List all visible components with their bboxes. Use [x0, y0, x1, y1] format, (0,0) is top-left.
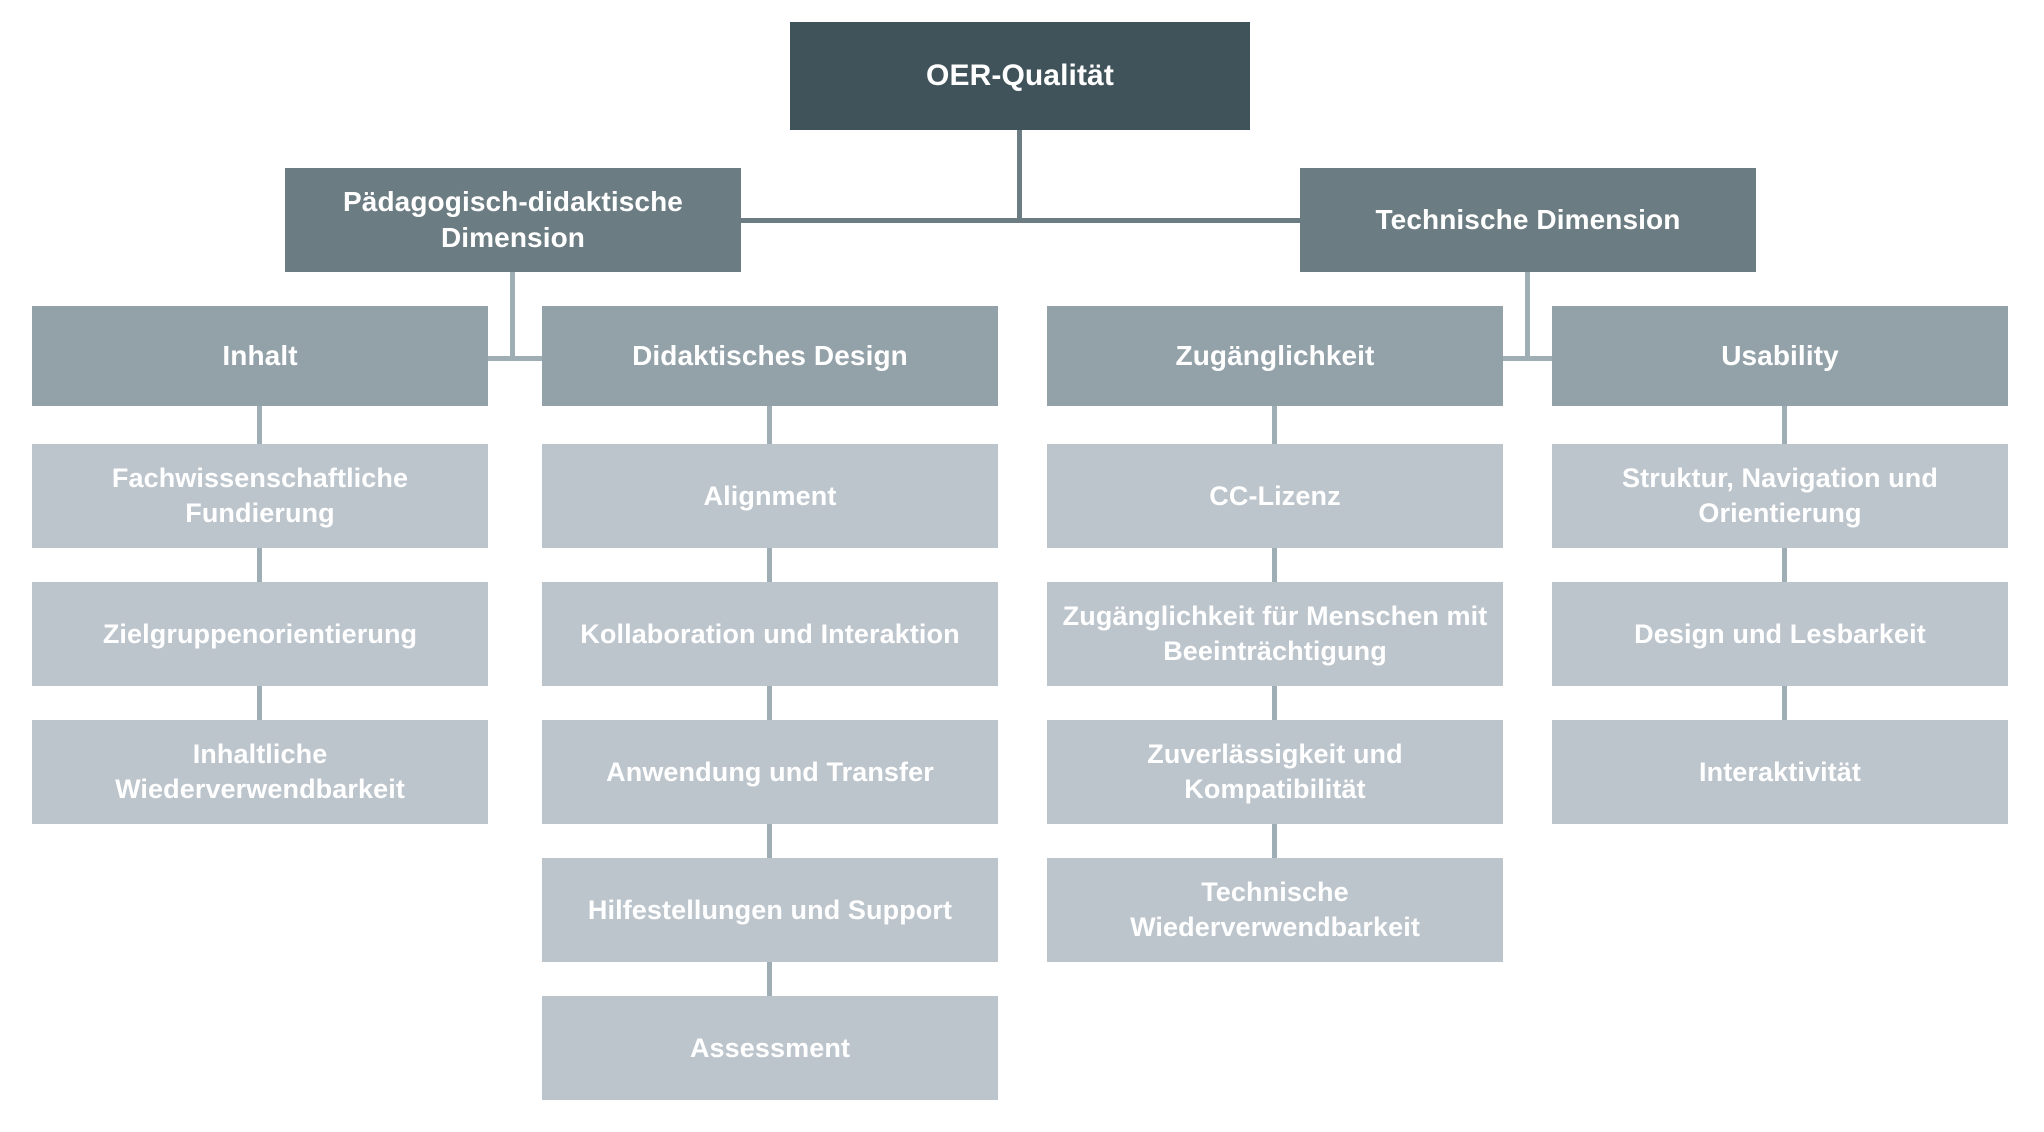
node-hilfestellungen-und-support[interactable]: Hilfestellungen und Support — [542, 858, 998, 962]
node-interaktivitaet[interactable]: Interaktivität — [1552, 720, 2008, 824]
node-didaktisches-design[interactable]: Didaktisches Design — [542, 306, 998, 406]
connector-usability-1 — [1782, 406, 1787, 444]
node-design-und-lesbarkeit[interactable]: Design und Lesbarkeit — [1552, 582, 2008, 686]
connector-didaktik-5 — [767, 962, 772, 996]
connector-pedagogical-stem — [510, 272, 515, 361]
connector-pedagogical-bridge — [487, 356, 543, 361]
connector-technical-stem — [1525, 272, 1530, 361]
connector-usability-2 — [1782, 548, 1787, 582]
connector-inhalt-3 — [257, 686, 262, 720]
node-inhalt[interactable]: Inhalt — [32, 306, 488, 406]
connector-root-stem — [1017, 130, 1022, 223]
node-technische-wiederverwendbarkeit[interactable]: Technische Wiederverwendbarkeit — [1047, 858, 1503, 962]
connector-zugang-1 — [1272, 406, 1277, 444]
node-struktur-navigation-und-orientierung[interactable]: Struktur, Navigation und Orientierung — [1552, 444, 2008, 548]
node-anwendung-und-transfer[interactable]: Anwendung und Transfer — [542, 720, 998, 824]
connector-inhalt-1 — [257, 406, 262, 444]
node-zielgruppenorientierung[interactable]: Zielgruppenorientierung — [32, 582, 488, 686]
node-assessment[interactable]: Assessment — [542, 996, 998, 1100]
connector-didaktik-2 — [767, 548, 772, 582]
connector-zugang-4 — [1272, 824, 1277, 858]
connector-dimension-bridge — [740, 218, 1300, 223]
connector-didaktik-4 — [767, 824, 772, 858]
node-zuverlaessigkeit-und-kompatibilitaet[interactable]: Zuverlässigkeit und Kompatibilität — [1047, 720, 1503, 824]
connector-zugang-3 — [1272, 686, 1277, 720]
connector-usability-3 — [1782, 686, 1787, 720]
node-usability[interactable]: Usability — [1552, 306, 2008, 406]
connector-didaktik-3 — [767, 686, 772, 720]
node-inhaltliche-wiederverwendbarkeit[interactable]: Inhaltliche Wiederverwendbarkeit — [32, 720, 488, 824]
node-zugaenglichkeit-fuer-menschen-mit-beeintraechtigung[interactable]: Zugänglichkeit für Menschen mit Beeinträ… — [1047, 582, 1503, 686]
node-kollaboration-und-interaktion[interactable]: Kollaboration und Interaktion — [542, 582, 998, 686]
node-alignment[interactable]: Alignment — [542, 444, 998, 548]
connector-didaktik-1 — [767, 406, 772, 444]
connector-zugang-2 — [1272, 548, 1277, 582]
node-fachwissenschaftliche-fundierung[interactable]: Fachwissenschaftliche Fundierung — [32, 444, 488, 548]
node-zugaenglichkeit[interactable]: Zugänglichkeit — [1047, 306, 1503, 406]
connector-inhalt-2 — [257, 548, 262, 582]
node-paedagogisch-didaktische-dimension[interactable]: Pädagogisch-didaktische Dimension — [285, 168, 741, 272]
node-cc-lizenz[interactable]: CC-Lizenz — [1047, 444, 1503, 548]
node-oer-qualitaet[interactable]: OER-Qualität — [790, 22, 1250, 130]
connector-technical-bridge — [1496, 356, 1552, 361]
node-technische-dimension[interactable]: Technische Dimension — [1300, 168, 1756, 272]
